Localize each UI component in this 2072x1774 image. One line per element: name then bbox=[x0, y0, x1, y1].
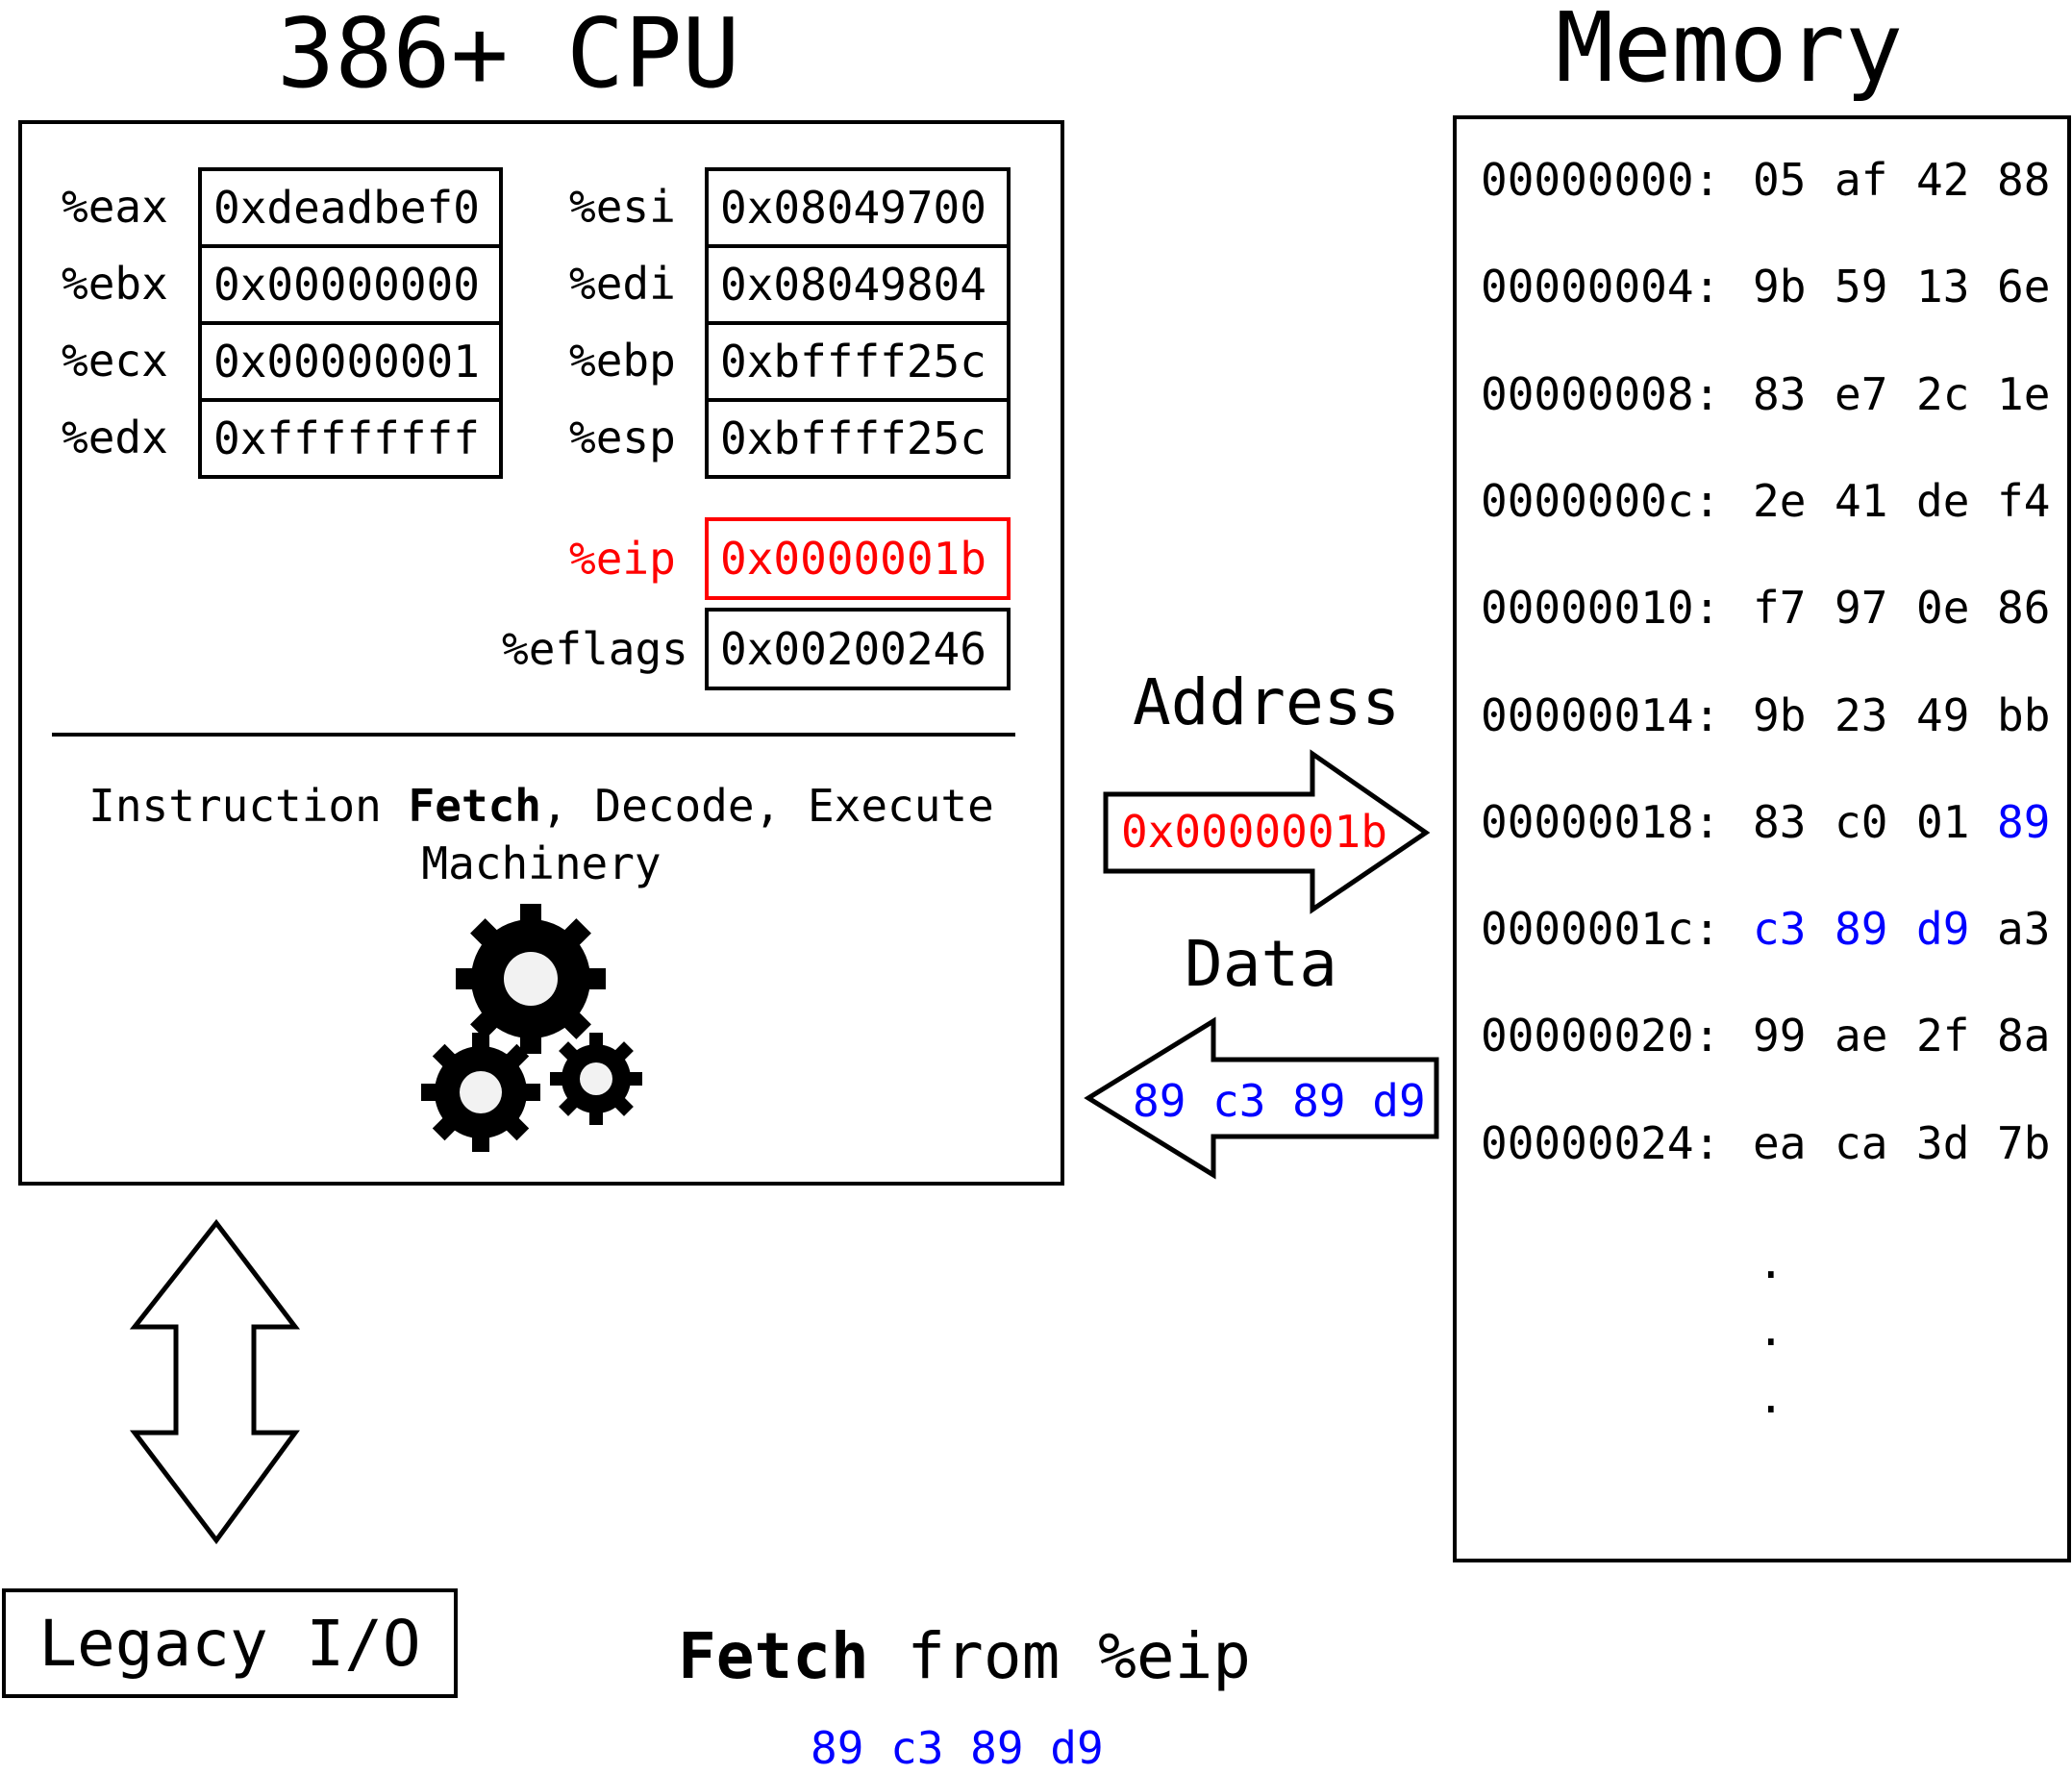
reg-label-ebx: %ebx bbox=[62, 258, 168, 310]
memory-box bbox=[1453, 115, 2071, 1562]
medium-gear-icon bbox=[421, 1033, 540, 1152]
legacy-io-box: Legacy I/O bbox=[2, 1588, 458, 1698]
memory-byte: e7 bbox=[1835, 367, 1888, 420]
address-arrow bbox=[1103, 749, 1431, 914]
data-value: 89 c3 89 d9 bbox=[1133, 1075, 1426, 1127]
memory-ellipsis-dot: . bbox=[1758, 1371, 1785, 1423]
address-label: Address bbox=[1133, 665, 1401, 739]
reg-value-esp: 0xbffff25c bbox=[705, 398, 1011, 479]
reg-value-esi: 0x08049700 bbox=[705, 167, 1011, 248]
reg-label-eflags: %eflags bbox=[502, 623, 688, 675]
caption-bold: Fetch bbox=[678, 1619, 869, 1693]
memory-byte: d9 bbox=[1916, 903, 1970, 956]
memory-byte: ca bbox=[1835, 1116, 1888, 1169]
reg-value-ebp: 0xbffff25c bbox=[705, 321, 1011, 402]
reg-value-eip: 0x0000001b bbox=[705, 517, 1011, 600]
memory-byte: 97 bbox=[1835, 582, 1888, 635]
memory-title: Memory bbox=[1556, 0, 1904, 104]
machinery-bold: Fetch bbox=[408, 780, 541, 832]
reg-value-edx: 0xffffffff bbox=[198, 398, 503, 479]
machinery-suffix: , Decode, Execute bbox=[541, 780, 994, 832]
memory-byte: c3 bbox=[1753, 903, 1807, 956]
reg-label-edi: %edi bbox=[569, 258, 676, 310]
address-value: 0x0000001b bbox=[1121, 806, 1387, 858]
memory-byte: 1e bbox=[1997, 367, 2051, 420]
memory-address: 00000004: bbox=[1481, 261, 1721, 313]
memory-ellipsis-dot: . bbox=[1758, 1304, 1785, 1356]
memory-byte: 83 bbox=[1753, 795, 1807, 848]
memory-byte: 05 bbox=[1753, 154, 1807, 206]
data-arrow bbox=[1084, 1016, 1439, 1180]
memory-byte: a3 bbox=[1997, 903, 2051, 956]
memory-byte: 49 bbox=[1916, 688, 1970, 741]
memory-address: 00000008: bbox=[1481, 367, 1721, 420]
memory-address: 00000014: bbox=[1481, 688, 1721, 741]
memory-byte: 7b bbox=[1997, 1116, 2051, 1169]
cpu-divider bbox=[52, 733, 1015, 737]
data-label: Data bbox=[1185, 927, 1337, 1001]
reg-label-ecx: %ecx bbox=[62, 335, 168, 387]
memory-byte: 99 bbox=[1753, 1010, 1807, 1062]
memory-byte: 42 bbox=[1916, 154, 1970, 206]
reg-value-edi: 0x08049804 bbox=[705, 244, 1011, 325]
memory-byte: 2f bbox=[1916, 1010, 1970, 1062]
memory-byte: 89 bbox=[1997, 795, 2051, 848]
memory-byte: 88 bbox=[1997, 154, 2051, 206]
memory-address: 00000024: bbox=[1481, 1116, 1721, 1169]
large-gear-icon bbox=[456, 904, 606, 1054]
memory-byte: 6e bbox=[1997, 261, 2051, 313]
memory-byte: de bbox=[1916, 474, 1970, 527]
machinery-line-1: Instruction Fetch, Decode, Execute bbox=[18, 777, 1064, 835]
gears-icon bbox=[421, 904, 642, 1152]
memory-byte: 8a bbox=[1997, 1010, 2051, 1062]
caption: Fetch from %eip bbox=[678, 1625, 1251, 1688]
reg-label-eip: %eip bbox=[569, 533, 676, 585]
memory-byte: af bbox=[1835, 154, 1888, 206]
machinery-line-2: Machinery bbox=[421, 837, 662, 889]
memory-byte: 3d bbox=[1916, 1116, 1970, 1169]
reg-label-edx: %edx bbox=[62, 412, 168, 463]
memory-byte: 2c bbox=[1916, 367, 1970, 420]
memory-byte: 89 bbox=[1835, 903, 1888, 956]
memory-byte: 86 bbox=[1997, 582, 2051, 635]
legacy-io-label: Legacy I/O bbox=[38, 1606, 421, 1681]
memory-ellipsis-dot: . bbox=[1758, 1237, 1785, 1288]
memory-byte: 13 bbox=[1916, 261, 1970, 313]
memory-address: 00000020: bbox=[1481, 1010, 1721, 1062]
memory-byte: 41 bbox=[1835, 474, 1888, 527]
cpu-title: 386+ CPU bbox=[277, 0, 740, 110]
io-double-arrow bbox=[129, 1218, 301, 1545]
memory-address: 0000000c: bbox=[1481, 474, 1721, 527]
memory-byte: 0e bbox=[1916, 582, 1970, 635]
reg-label-esi: %esi bbox=[569, 181, 676, 233]
memory-byte: c0 bbox=[1835, 795, 1888, 848]
memory-byte: 23 bbox=[1835, 688, 1888, 741]
memory-byte: 83 bbox=[1753, 367, 1807, 420]
memory-byte: 01 bbox=[1916, 795, 1970, 848]
memory-address: 00000000: bbox=[1481, 154, 1721, 206]
machinery-prefix: Instruction bbox=[88, 780, 409, 832]
reg-label-eax: %eax bbox=[62, 181, 168, 233]
reg-value-eflags: 0x00200246 bbox=[705, 608, 1011, 690]
reg-label-esp: %esp bbox=[569, 412, 676, 463]
memory-byte: 9b bbox=[1753, 688, 1807, 741]
memory-byte: f7 bbox=[1753, 582, 1807, 635]
memory-byte: bb bbox=[1997, 688, 2051, 741]
caption-bytes: 89 c3 89 d9 bbox=[811, 1722, 1104, 1774]
reg-label-ebp: %ebp bbox=[569, 335, 676, 387]
memory-byte: ea bbox=[1753, 1116, 1807, 1169]
small-gear-icon bbox=[550, 1033, 642, 1125]
memory-byte: ae bbox=[1835, 1010, 1888, 1062]
memory-byte: f4 bbox=[1997, 474, 2051, 527]
memory-byte: 2e bbox=[1753, 474, 1807, 527]
memory-byte: 59 bbox=[1835, 261, 1888, 313]
memory-address: 0000001c: bbox=[1481, 903, 1721, 956]
memory-byte: 9b bbox=[1753, 261, 1807, 313]
memory-address: 00000010: bbox=[1481, 582, 1721, 635]
machinery-label: Instruction Fetch, Decode, Execute Machi… bbox=[18, 777, 1064, 892]
memory-address: 00000018: bbox=[1481, 795, 1721, 848]
caption-rest: from %eip bbox=[868, 1619, 1252, 1693]
